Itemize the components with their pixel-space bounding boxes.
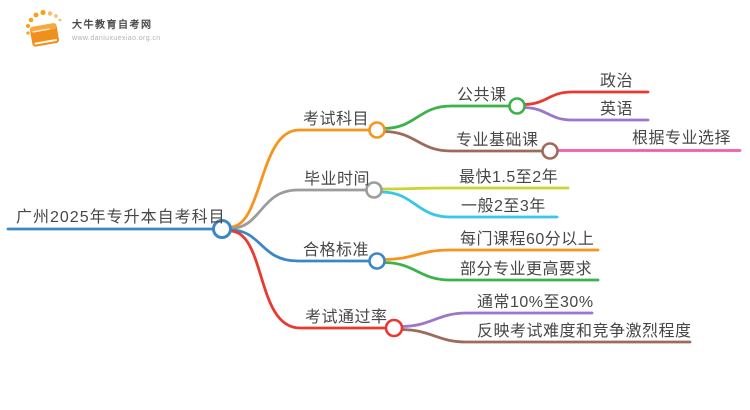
node-graduation-time: 毕业时间	[304, 171, 371, 188]
node-politics: 政治	[600, 73, 634, 90]
node-usually-rate: 通常10%至30%	[477, 294, 594, 311]
node-higher-requirement: 部分专业更高要求	[460, 261, 593, 278]
node-general-years: 一般2至3年	[461, 198, 546, 215]
node-english: 英语	[600, 101, 634, 118]
edge-graduation-time	[229, 188, 368, 230]
node-choose-by-major: 根据专业选择	[632, 130, 732, 147]
edge-reflect-difficulty	[400, 328, 692, 344]
edge-pass-rate	[229, 229, 388, 330]
book-logo-icon	[26, 9, 62, 47]
edge-higher-requirement	[383, 261, 600, 282]
node-pass-standard: 合格标准	[303, 242, 370, 259]
node-score-60: 每门课程60分以上	[460, 231, 595, 248]
edge-politics	[523, 90, 650, 106]
graduation-time-handle	[365, 181, 383, 199]
edge-public-course	[383, 104, 511, 130]
node-reflect-difficulty: 反映考试难度和竞争激烈程度	[477, 323, 692, 340]
root-node-handle	[212, 219, 232, 239]
edge-major-basic-course	[383, 130, 544, 153]
node-public-course: 公共课	[457, 87, 507, 104]
pass-standard-handle	[368, 252, 386, 270]
root-node-label: 广州2025年专升本自考科目	[16, 209, 226, 226]
edge-score-60	[383, 248, 600, 261]
site-url: www.daniuxuexiao.org.cn	[72, 35, 161, 42]
edge-exam-subjects	[229, 128, 371, 229]
site-logo: 大牛教育自考网 www.daniuxuexiao.org.cn	[20, 6, 161, 50]
edge-usually-rate	[400, 311, 594, 328]
public-course-handle	[508, 97, 526, 115]
node-fastest-years: 最快1.5至2年	[459, 169, 559, 186]
exam-subjects-handle	[368, 121, 386, 139]
edge-english	[523, 106, 650, 122]
major-basic-course-handle	[541, 142, 559, 160]
edge-fastest-years	[380, 186, 570, 191]
edge-pass-standard	[229, 228, 371, 263]
node-pass-rate: 考试通过率	[305, 309, 388, 326]
site-logo-text: 大牛教育自考网 www.daniuxuexiao.org.cn	[72, 6, 161, 43]
node-major-basic-course: 专业基础课	[456, 132, 539, 149]
edge-general-years	[380, 190, 559, 219]
pass-rate-handle	[384, 318, 404, 338]
node-exam-subjects: 考试科目	[303, 111, 370, 128]
site-name: 大牛教育自考网	[72, 20, 153, 31]
